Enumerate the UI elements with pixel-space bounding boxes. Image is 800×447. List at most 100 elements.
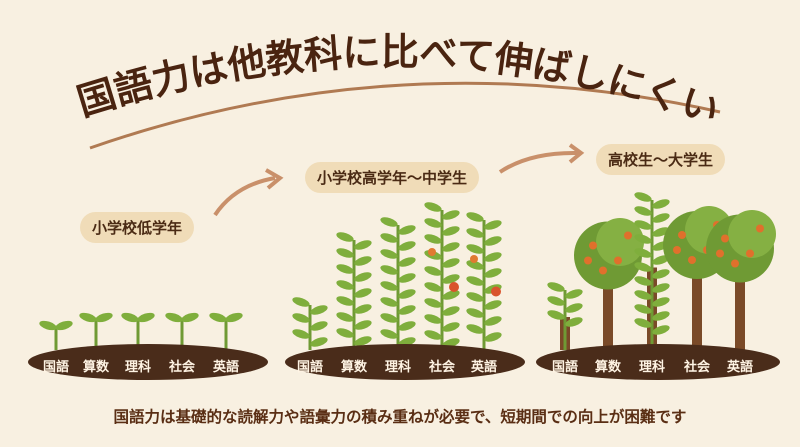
leaf (652, 199, 670, 209)
leaf (310, 337, 328, 347)
leaf (95, 312, 113, 323)
leaf (209, 312, 227, 323)
orange-fruit (688, 256, 696, 264)
leaf (424, 234, 442, 244)
leaf (442, 258, 460, 268)
page-title-text: 国語力は他教科に比べて伸ばしにくい (72, 30, 725, 133)
leaf (565, 303, 583, 313)
leaf (137, 312, 155, 323)
soil-mound-1 (28, 344, 268, 380)
leaf (634, 192, 652, 202)
subject-label: 理科 (638, 360, 665, 375)
orange-fruit (721, 234, 729, 243)
leaf (398, 305, 416, 315)
leaf (442, 226, 460, 236)
growth-arrow-1 (213, 176, 276, 217)
subject-label: 国語 (296, 360, 323, 375)
leaf (225, 312, 243, 323)
page-title: 国語力は他教科に比べて伸ばしにくい (72, 30, 725, 133)
leaf (181, 312, 199, 323)
leaf (336, 264, 354, 274)
leaf (466, 308, 484, 318)
leaf (484, 236, 502, 246)
leaf (354, 320, 372, 330)
leaf (380, 265, 398, 275)
leaf (547, 282, 565, 292)
leaf (310, 321, 328, 331)
tree-trunk (735, 270, 745, 350)
subject-label: 算数 (340, 360, 367, 375)
leaf (634, 318, 652, 328)
leaf (424, 314, 442, 324)
leaf (466, 260, 484, 270)
leaf (466, 292, 484, 302)
flower (470, 255, 478, 263)
leaf (466, 212, 484, 222)
orange-fruit (678, 231, 686, 239)
leaf (336, 328, 354, 338)
flower (428, 248, 436, 256)
leaf (652, 311, 670, 321)
tree-trunk (692, 267, 702, 350)
leaf (424, 202, 442, 212)
title-underline-arc (89, 81, 721, 150)
growth-arrow-2 (498, 150, 579, 174)
leaf (634, 234, 652, 244)
caption: 国語力は基礎的な読解力や語彙力の積み重ねが必要で、短期間での向上が困難です (113, 408, 687, 426)
orange-fruit (756, 224, 764, 233)
leaf (652, 283, 670, 293)
arrow-head-1 (265, 168, 284, 190)
leaf (354, 256, 372, 266)
tree-trunk (603, 275, 613, 350)
soil-mound-3 (536, 344, 780, 380)
leaf (310, 305, 328, 315)
tree-canopy-highlight (728, 210, 776, 258)
leaf (565, 317, 583, 327)
orange-fruit (599, 266, 607, 275)
leaf (634, 304, 652, 314)
leaf (484, 332, 502, 342)
tomato (491, 286, 501, 297)
leaf (336, 312, 354, 322)
subject-label: 英語 (212, 360, 239, 375)
leaf (484, 220, 502, 230)
leaf (466, 244, 484, 254)
leaf (565, 289, 583, 299)
soil-mound-2 (285, 344, 525, 380)
leaf (442, 210, 460, 220)
tree-canopy-highlight (596, 218, 644, 266)
leaf (547, 310, 565, 320)
stage-label-lower-elementary: 小学校低学年 (80, 212, 195, 243)
leaf (652, 213, 670, 223)
leaf (354, 272, 372, 282)
leaf (466, 276, 484, 286)
leaf (484, 316, 502, 326)
leaf (354, 336, 372, 346)
leaf (380, 233, 398, 243)
leaf (484, 268, 502, 278)
leaf (424, 298, 442, 308)
subject-label: 英語 (726, 360, 753, 375)
leaf (466, 228, 484, 238)
leaf (424, 266, 442, 276)
subject-label: 理科 (124, 360, 151, 375)
leaf (652, 255, 670, 265)
orange-fruit (731, 259, 739, 268)
leaf (380, 281, 398, 291)
subject-label: 理科 (384, 360, 411, 375)
leaf (442, 290, 460, 300)
leaf (652, 269, 670, 279)
subject-label: 国語 (42, 360, 69, 375)
leaf (652, 297, 670, 307)
arrow-head-2 (568, 143, 585, 164)
stage-label-upper-elementary-junior-high: 小学校高学年〜中学生 (305, 162, 480, 193)
leaf (336, 296, 354, 306)
leaf (442, 306, 460, 316)
orange-fruit (584, 256, 592, 265)
leaf (336, 280, 354, 290)
orange-fruit (589, 241, 597, 250)
leaf (336, 248, 354, 258)
leaf (380, 297, 398, 307)
leaf (547, 296, 565, 306)
